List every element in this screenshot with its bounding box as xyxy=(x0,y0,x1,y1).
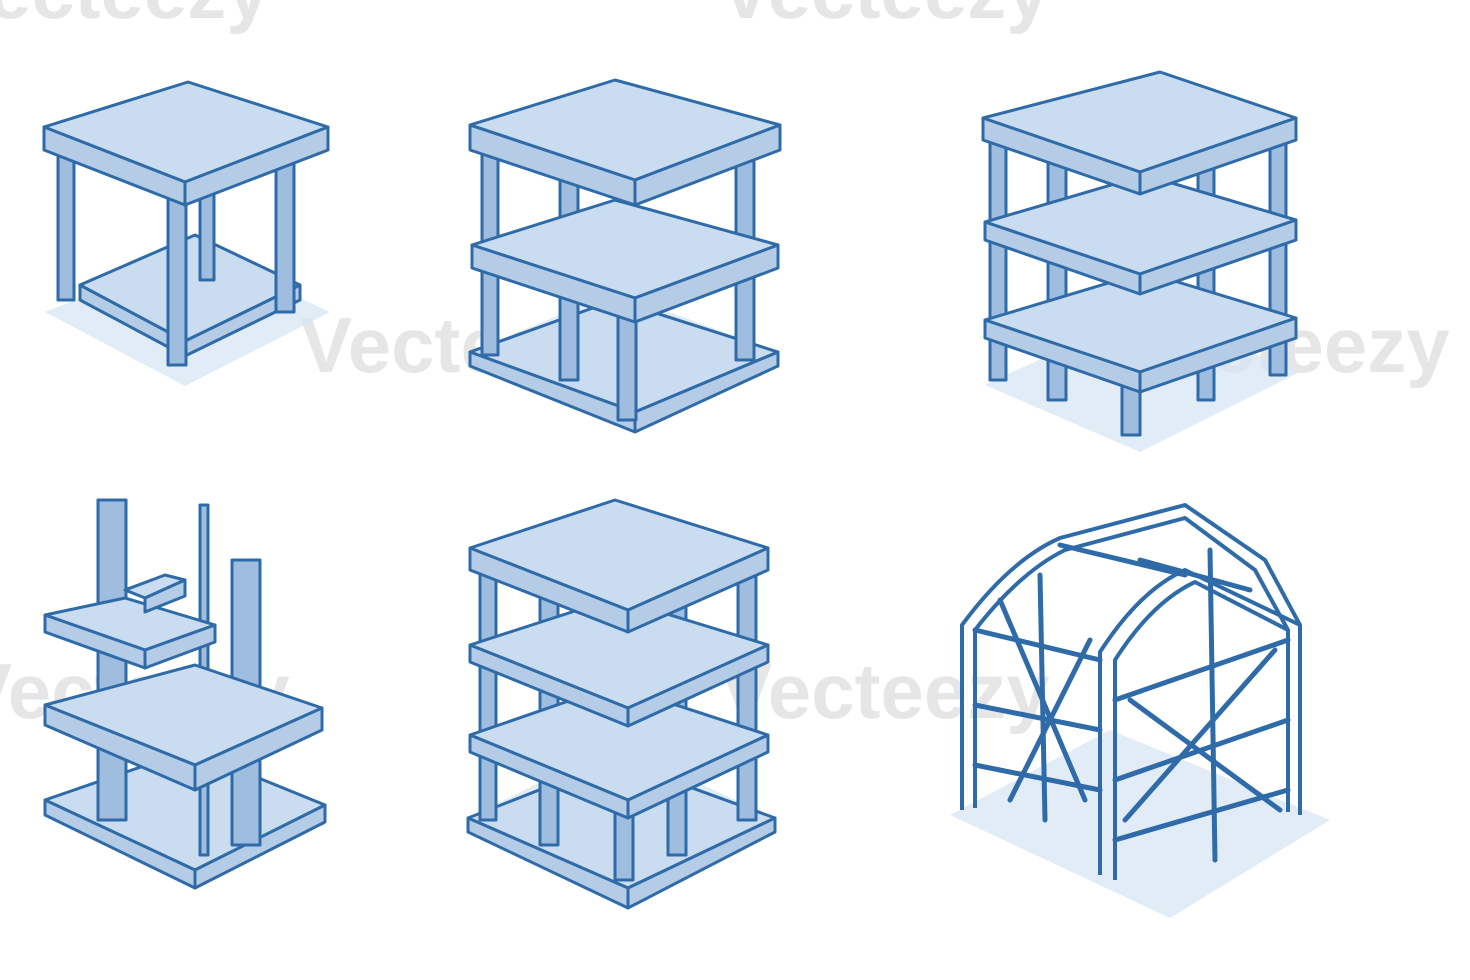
watermark-text: Vecteezy xyxy=(720,647,1050,735)
frame-two-story-grid xyxy=(981,70,1300,452)
frame-one-story xyxy=(42,80,330,386)
frame-three-story xyxy=(466,498,777,910)
frame-under-construction xyxy=(43,498,327,890)
watermark-text: Vecteezy xyxy=(0,0,270,35)
frame-two-story xyxy=(468,78,782,434)
frame-arched-braced xyxy=(950,503,1330,918)
watermark-text: Vecteezy xyxy=(720,0,1050,35)
